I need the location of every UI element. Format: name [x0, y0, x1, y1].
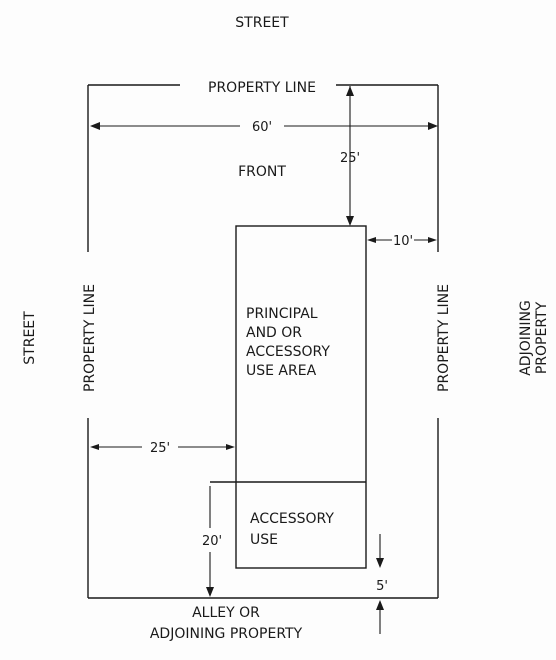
property-line-label-left: PROPERTY LINE [82, 284, 98, 392]
left-setback-label: 25' [150, 441, 170, 456]
width-dimension-label: 60' [252, 120, 272, 135]
side-setback-label: 10' [393, 234, 413, 249]
accessory-label-line1: ACCESSORY [250, 511, 334, 527]
front-setback-arrow-bottom [346, 216, 354, 226]
alley-label-line1: ALLEY OR [192, 605, 260, 621]
rear-setback-arrow-upper [376, 558, 384, 568]
adjoining-right-label-line1: ADJOINING [518, 300, 534, 376]
property-line-label-top: PROPERTY LINE [208, 80, 316, 96]
rear-setback-arrow-lower [376, 600, 384, 610]
principal-use-area [235, 225, 367, 569]
street-label-top: STREET [235, 15, 289, 31]
side-setback-arrow-right [428, 237, 437, 243]
property-line-label-right: PROPERTY LINE [436, 284, 452, 392]
principal-label-line4: USE AREA [246, 363, 317, 379]
width-dimension-arrow-right [428, 122, 438, 130]
accessory-dimension-label: 20' [202, 534, 222, 549]
accessory-label-line2: USE [250, 532, 278, 548]
principal-label-line1: PRINCIPAL [246, 306, 318, 322]
rear-setback-label: 5' [376, 579, 388, 594]
accessory-dimension-arrow-bottom [206, 587, 214, 597]
alley-label-line2: ADJOINING PROPERTY [150, 626, 303, 642]
left-setback-arrow-left [90, 444, 99, 450]
front-setback-label: 25' [340, 151, 360, 166]
front-label: FRONT [238, 164, 286, 180]
width-dimension-arrow-left [90, 122, 100, 130]
left-setback-arrow-right [226, 444, 235, 450]
principal-label-line3: ACCESSORY [246, 344, 330, 360]
adjoining-right-label-line2: PROPERTY [534, 301, 550, 374]
principal-label-line2: AND OR [246, 325, 302, 341]
front-setback-arrow-top [346, 86, 354, 96]
side-setback-arrow-left [367, 237, 376, 243]
street-label-left: STREET [22, 311, 38, 365]
